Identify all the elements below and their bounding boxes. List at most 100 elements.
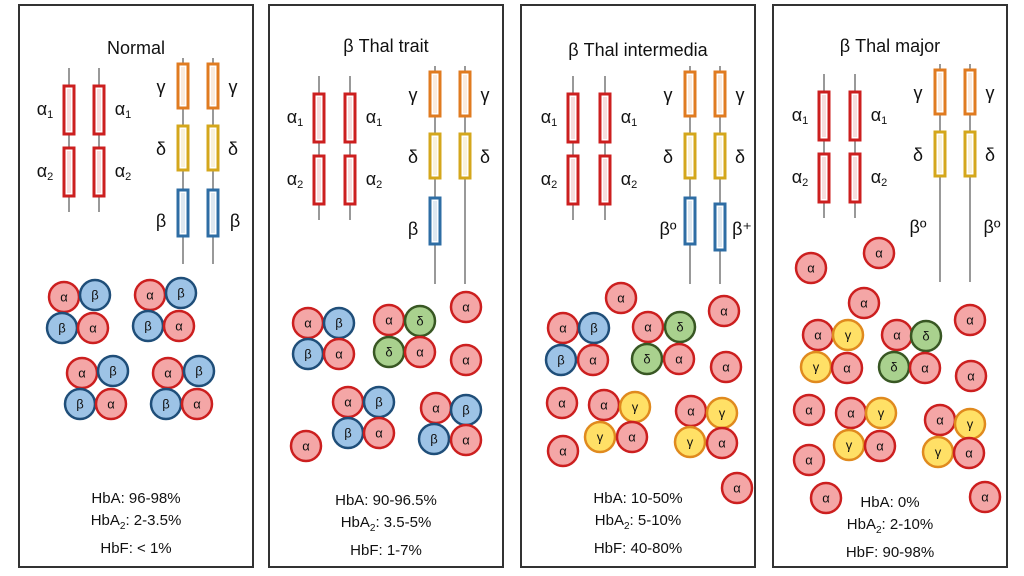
hb-stats: HbA: 96-98% HbA2: 2-3.5% HbF: < 1%	[20, 488, 252, 560]
delta-gene	[683, 132, 697, 180]
alpha1-label-right: α1	[621, 107, 638, 129]
beta-chain-label: β	[91, 287, 98, 302]
gamma-label-right: γ	[736, 85, 745, 105]
gamma-gene	[176, 62, 190, 110]
delta-gene-fill	[433, 137, 437, 175]
alpha-chain-label: α	[107, 396, 115, 411]
delta-gene	[963, 130, 977, 178]
delta-label-right: δ	[735, 147, 745, 167]
hba2-value: HbA2: 3.5-5%	[340, 514, 432, 534]
alpha1-gene-fill	[348, 97, 352, 139]
alpha2-gene-fill	[822, 157, 826, 199]
delta-label-left: δ	[663, 147, 673, 167]
gamma-gene-fill	[463, 75, 467, 113]
panel-intermedia: β Thal intermedia HbA: 10-50% HbA2: 5-10…	[520, 4, 756, 568]
gamma-chain-label: γ	[597, 429, 604, 444]
alpha-chain	[792, 393, 826, 427]
delta-label-right: δ	[480, 147, 490, 167]
gamma-gene-fill	[181, 67, 185, 105]
beta-chain-label: β	[195, 363, 202, 378]
gamma-chain-label: γ	[813, 359, 820, 374]
alpha-chain-label: α	[559, 443, 567, 458]
alpha2-gene	[848, 152, 862, 204]
hbf-value: HbF: < 1%	[100, 540, 172, 557]
alpha-chain-label: α	[675, 351, 683, 366]
beta-chain	[78, 278, 112, 312]
alpha1-gene	[62, 84, 76, 136]
beta-chain-label: β	[58, 320, 65, 335]
beta-chain-label: β	[335, 315, 342, 330]
alpha-chain-label: α	[822, 490, 830, 505]
alpha-chain	[709, 350, 743, 384]
alpha-chain	[403, 335, 437, 369]
alpha2-gene-fill	[853, 157, 857, 199]
gamma-chain-label: γ	[967, 416, 974, 431]
alpha-chain-label: α	[432, 400, 440, 415]
beta-gene-fill	[688, 201, 692, 241]
gamma-chain	[831, 318, 865, 352]
alpha-chain	[615, 420, 649, 454]
alpha-chain	[604, 281, 638, 315]
beta-chain-label: β	[590, 320, 597, 335]
alpha2-label-left: α2	[792, 167, 809, 189]
gamma-chain	[673, 425, 707, 459]
delta-gene	[713, 132, 727, 180]
alpha1-gene	[92, 84, 106, 136]
alpha2-gene	[92, 146, 106, 198]
alpha-chain-label: α	[589, 352, 597, 367]
alpha-chain	[863, 429, 897, 463]
alpha2-gene	[312, 154, 326, 206]
beta-chain-label: β	[462, 402, 469, 417]
delta-gene-fill	[181, 129, 185, 167]
alpha-chain-label: α	[146, 287, 154, 302]
gamma-label-left: γ	[914, 83, 923, 103]
alpha-chain-label: α	[805, 452, 813, 467]
delta-chain-label: δ	[676, 319, 683, 334]
alpha-chain	[631, 310, 665, 344]
alpha-chain-label: α	[344, 394, 352, 409]
alpha-chain-label: α	[60, 289, 68, 304]
alpha-chain-label: α	[385, 312, 393, 327]
alpha2-gene-fill	[603, 159, 607, 201]
beta-label-left: β	[408, 219, 418, 239]
gamma-gene	[963, 68, 977, 116]
gamma-gene	[713, 70, 727, 118]
panel-title: β Thal intermedia	[568, 40, 708, 60]
alpha-chain-label: α	[805, 402, 813, 417]
alpha-chain-label: α	[807, 260, 815, 275]
alpha-chain	[449, 423, 483, 457]
beta-chain	[182, 354, 216, 388]
gamma-chain	[583, 420, 617, 454]
delta-label-right: δ	[228, 139, 238, 159]
alpha-chain-label: α	[860, 295, 868, 310]
alpha-chain-label: α	[965, 445, 973, 460]
alpha-chain	[576, 343, 610, 377]
alpha2-label-right: α2	[871, 167, 888, 189]
gamma-gene	[683, 70, 697, 118]
alpha1-gene-fill	[603, 97, 607, 139]
alpha1-label-left: α1	[541, 107, 558, 129]
alpha-chain	[809, 481, 843, 515]
alpha-chain-label: α	[718, 435, 726, 450]
alpha-chain-label: α	[462, 352, 470, 367]
delta-chain-label: δ	[385, 344, 392, 359]
alpha-chain-label: α	[847, 405, 855, 420]
alpha1-gene-fill	[822, 95, 826, 137]
alpha-chain	[662, 342, 696, 376]
alpha-chain-label: α	[720, 303, 728, 318]
beta-chain	[417, 422, 451, 456]
gamma-label-right: γ	[229, 77, 238, 97]
hba-value: HbA: 0%	[860, 494, 920, 511]
alpha-chain	[705, 426, 739, 460]
alpha-chain-label: α	[617, 290, 625, 305]
alpha-chain-label: α	[304, 315, 312, 330]
hb-stats: HbA: 0% HbA2: 2-10% HbF: 90-98%	[774, 492, 1006, 564]
gamma-chain	[864, 396, 898, 430]
alpha1-gene	[598, 92, 612, 144]
delta-label-left: δ	[913, 145, 923, 165]
beta-chain-label: β	[76, 396, 83, 411]
beta-label-left: βº	[910, 217, 927, 237]
beta-gene-fill	[433, 201, 437, 241]
beta-chain-label: β	[177, 285, 184, 300]
